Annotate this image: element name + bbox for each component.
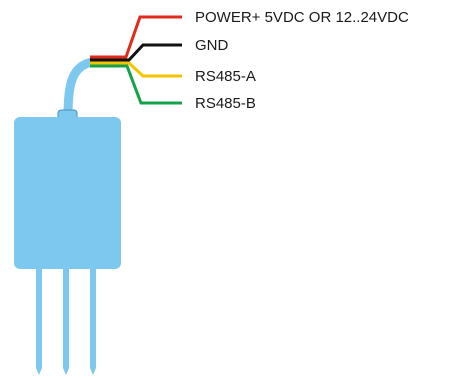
probe-right	[90, 269, 96, 375]
wire-rs485-b	[90, 64, 182, 105]
probe-middle	[63, 269, 69, 375]
sensor-body	[14, 117, 121, 269]
wire-gnd	[90, 43, 182, 62]
sensor-cable	[63, 57, 97, 121]
wire-rs485-a-label: RS485-A	[195, 68, 256, 85]
wire-gnd-label: GND	[195, 37, 229, 54]
wire-rs485-a	[90, 61, 182, 78]
wire-power	[90, 15, 182, 59]
probe-left	[36, 269, 42, 375]
wire-power-label: POWER+ 5VDC OR 12..24VDC	[195, 9, 409, 26]
wire-rs485-b-label: RS485-B	[195, 95, 256, 112]
